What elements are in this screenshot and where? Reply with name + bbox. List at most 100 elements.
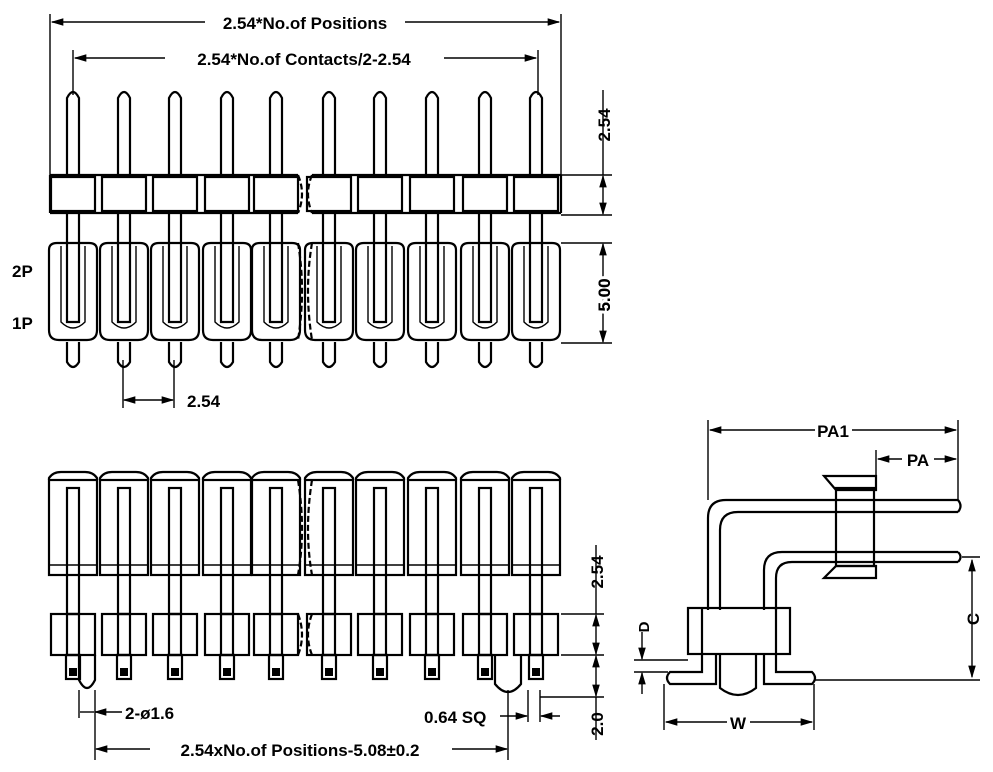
lower-cell: [98, 241, 150, 342]
pin-slot: [367, 246, 393, 329]
pin-tail-fill: [69, 668, 77, 676]
cap-top: [406, 470, 458, 480]
pin-slot: [419, 246, 445, 329]
lower-cell: [149, 241, 201, 342]
dim-w: W: [730, 714, 747, 733]
pin-slot: [472, 246, 498, 329]
pin-lower: [219, 213, 235, 324]
pin: [219, 486, 235, 616]
dim-total: 2.54xNo.of Positions-5.08±0.2: [181, 741, 420, 760]
pin-tail: [371, 653, 389, 681]
pin-tail: [167, 342, 183, 369]
lower-cell: [250, 241, 302, 342]
pin-slot: [263, 246, 289, 329]
lower-cell: [201, 241, 253, 342]
label-1p: 1P: [12, 314, 33, 333]
cap-top: [98, 470, 150, 480]
body-cell: [203, 175, 251, 213]
body-cell: [151, 175, 199, 213]
pin-tail: [219, 342, 235, 369]
pin: [167, 90, 183, 175]
dim-pitch-right-top: 2.54: [595, 108, 614, 142]
pin: [268, 486, 284, 616]
pin-tail-fill: [532, 668, 540, 676]
boss-right: [493, 655, 523, 694]
pin: [424, 90, 440, 175]
pin-tail: [218, 653, 236, 681]
side-view: PA1 PA C D: [634, 420, 983, 733]
dim-boss: 2-ø1.6: [125, 704, 174, 723]
front-pins: [47, 470, 562, 694]
dim-height-right-top-text: 5.00: [595, 278, 614, 311]
pin: [65, 90, 81, 175]
lower-cell: [303, 241, 355, 342]
top-view: 2.54*No.of Positions 2.54*No.of Contacts…: [12, 14, 617, 411]
dim-pitch-right-front: 2.54: [588, 555, 607, 589]
pin-tail: [424, 342, 440, 369]
body-cell: [100, 175, 148, 213]
pin-lower: [424, 213, 440, 324]
pin-tail-fill: [376, 668, 384, 676]
pin-tail: [477, 342, 493, 369]
body-cell: [49, 175, 97, 213]
pin-lower: [65, 213, 81, 324]
pin: [477, 486, 493, 616]
dim-contacts: 2.54*No.of Contacts/2-2.54: [197, 50, 411, 69]
pin: [268, 90, 284, 175]
top-pins: [47, 90, 562, 369]
upper-housing-cell: [149, 478, 201, 577]
upper-housing-cell: [47, 478, 99, 577]
dim-height-front: 2.0: [588, 712, 607, 736]
pin: [528, 90, 544, 175]
cap-top: [250, 470, 302, 480]
pin-mid: [321, 612, 337, 657]
upper-housing-cell: [303, 478, 355, 577]
pin-mid: [372, 612, 388, 657]
pin-tail: [423, 653, 441, 681]
pin-slot: [523, 246, 549, 329]
pin-tail-fill: [481, 668, 489, 676]
upper-housing-cell: [406, 478, 458, 577]
cap-top: [354, 470, 406, 480]
pin-slot: [111, 246, 137, 329]
lower-cell: [459, 241, 511, 342]
pin-lower: [116, 213, 132, 324]
lower-cell: [47, 241, 99, 342]
body-cell: [252, 175, 300, 213]
pin-tail: [528, 342, 544, 369]
dim-sq: 0.64 SQ: [424, 708, 486, 727]
pin-tail-fill: [428, 668, 436, 676]
pin: [321, 486, 337, 616]
upper-housing-cell: [201, 478, 253, 577]
cap-top: [149, 470, 201, 480]
dim-pa1: PA1: [817, 422, 849, 441]
body-cell: [461, 175, 509, 213]
pin-mid: [477, 612, 493, 657]
pin-slot: [214, 246, 240, 329]
dim-d: D: [636, 621, 653, 632]
pin-slot: [60, 246, 86, 329]
pin-tail: [267, 653, 285, 681]
pin: [477, 90, 493, 175]
pin: [116, 90, 132, 175]
pin-lower: [528, 213, 544, 324]
pin-mid: [116, 612, 132, 657]
body-cell: [100, 612, 148, 657]
lower-cell: [510, 241, 562, 342]
pin: [65, 486, 81, 616]
pin-tail: [65, 342, 81, 369]
pin-tail: [268, 342, 284, 369]
pin-lower: [477, 213, 493, 324]
pin-slot: [162, 246, 188, 329]
pin-mid: [167, 612, 183, 657]
pin-tail: [166, 653, 184, 681]
pin-tail: [115, 653, 133, 681]
dim-pitch-bottom: 2.54: [187, 392, 221, 411]
pin-tail: [321, 342, 337, 369]
body-cell: [356, 612, 404, 657]
body-cell: [305, 612, 353, 657]
cap-top: [510, 470, 562, 480]
pin-mid: [268, 612, 284, 657]
pin-tail: [320, 653, 338, 681]
